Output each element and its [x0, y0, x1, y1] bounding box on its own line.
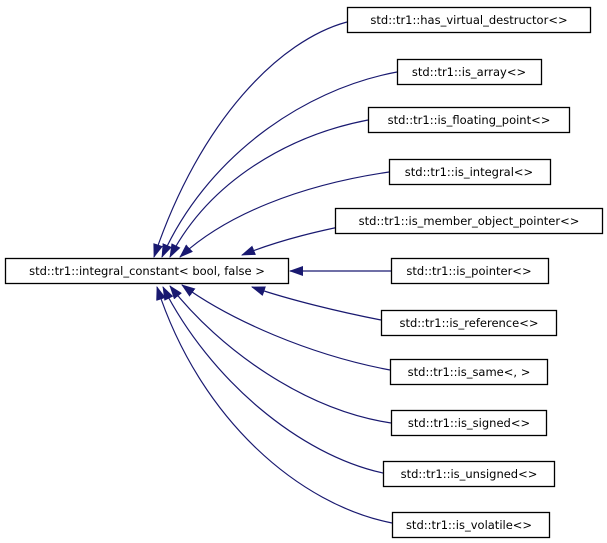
- derived-class-label: std::tr1::is_volatile<>: [406, 518, 532, 532]
- derived-class-node[interactable]: std::tr1::is_unsigned<>: [382, 460, 556, 488]
- base-class-label: std::tr1::integral_constant< bool, false…: [29, 264, 265, 278]
- derived-class-box: [346, 6, 592, 34]
- derived-class-box: [396, 58, 543, 86]
- derived-class-label: std::tr1::is_member_object_pointer<>: [359, 214, 580, 228]
- derived-class-label: std::tr1::is_signed<>: [408, 416, 530, 430]
- inheritance-edge: [161, 71, 398, 258]
- inheritance-edge: [179, 171, 390, 258]
- inheritance-edge: [162, 286, 384, 474]
- inheritance-edges: [153, 21, 398, 524]
- derived-class-node[interactable]: std::tr1::is_pointer<>: [390, 257, 550, 285]
- derived-class-node[interactable]: std::tr1::is_floating_point<>: [367, 106, 571, 134]
- derived-class-node[interactable]: std::tr1::is_integral<>: [388, 158, 552, 186]
- derived-class-box: [390, 257, 550, 285]
- derived-class-label: std::tr1::is_array<>: [412, 65, 526, 79]
- derived-class-box: [390, 409, 548, 437]
- inheritance-edge: [169, 285, 392, 424]
- inheritance-edge: [181, 284, 391, 371]
- inheritance-edge: [169, 119, 369, 258]
- inheritance-edge: [251, 286, 382, 321]
- derived-class-node[interactable]: std::tr1::is_reference<>: [380, 309, 558, 337]
- inheritance-edge: [153, 21, 348, 258]
- derived-class-label: std::tr1::is_pointer<>: [406, 264, 531, 278]
- derived-class-box: [391, 511, 551, 539]
- derived-class-node[interactable]: std::tr1::has_virtual_destructor<>: [346, 6, 592, 34]
- derived-class-box: [388, 158, 552, 186]
- derived-class-box: [367, 106, 571, 134]
- derived-class-node[interactable]: std::tr1::is_array<>: [396, 58, 543, 86]
- base-class-box: [4, 257, 290, 285]
- derived-class-label: std::tr1::is_floating_point<>: [388, 113, 551, 127]
- base-class-node[interactable]: std::tr1::integral_constant< bool, false…: [4, 257, 290, 285]
- derived-class-node[interactable]: std::tr1::is_signed<>: [390, 409, 548, 437]
- derived-class-node[interactable]: std::tr1::is_member_object_pointer<>: [334, 207, 604, 235]
- derived-class-box: [389, 358, 549, 386]
- derived-class-box: [382, 460, 556, 488]
- derived-class-label: std::tr1::has_virtual_destructor<>: [370, 13, 567, 27]
- derived-class-label: std::tr1::is_unsigned<>: [401, 467, 538, 481]
- derived-class-box: [334, 207, 604, 235]
- derived-class-label: std::tr1::is_reference<>: [400, 316, 539, 330]
- derived-class-node[interactable]: std::tr1::is_volatile<>: [391, 511, 551, 539]
- derived-class-label: std::tr1::is_same<, >: [408, 365, 531, 379]
- derived-class-label: std::tr1::is_integral<>: [405, 165, 533, 179]
- derived-class-node[interactable]: std::tr1::is_same<, >: [389, 358, 549, 386]
- inheritance-edge: [156, 286, 393, 524]
- derived-class-box: [380, 309, 558, 337]
